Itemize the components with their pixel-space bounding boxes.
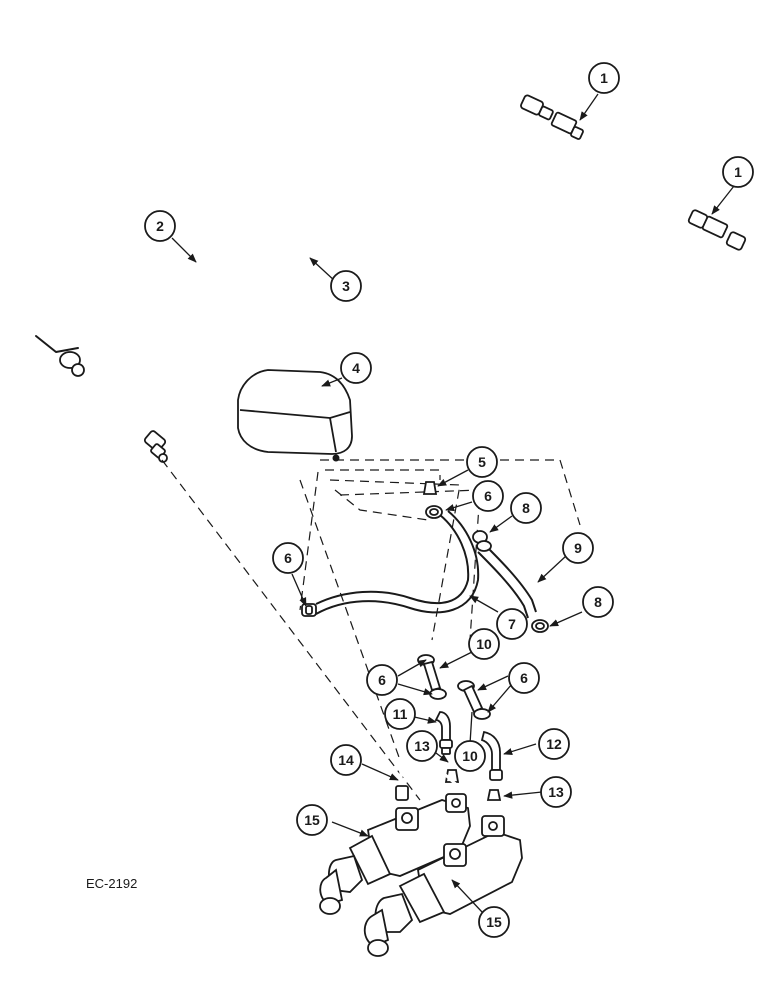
- callout-5: 5: [466, 446, 498, 478]
- svg-text:5: 5: [478, 454, 486, 470]
- callout-10-a: 10: [468, 628, 500, 660]
- callout-14: 14: [330, 744, 362, 776]
- brake-pipe-2: [28, 84, 537, 440]
- callout-6-d: 6: [508, 662, 540, 694]
- svg-text:3: 3: [342, 278, 350, 294]
- elbow-11: [434, 711, 453, 755]
- callout-9: 9: [562, 532, 594, 564]
- svg-text:11: 11: [393, 706, 408, 722]
- svg-text:2: 2: [156, 218, 164, 234]
- bleed-nipple-13-right: [486, 789, 502, 801]
- pipe-loop-detail: [35, 335, 79, 353]
- callout-15-upper: 15: [296, 804, 328, 836]
- svg-text:8: 8: [594, 594, 602, 610]
- master-cylinder-15-upper: [319, 793, 471, 915]
- callout-8-a: 8: [510, 492, 542, 524]
- master-cylinder-15-lower: [363, 815, 523, 957]
- hose-clip-8-upper: [472, 530, 492, 552]
- callout-3: 3: [330, 270, 362, 302]
- hose-clip-6-top: [425, 505, 443, 519]
- svg-text:6: 6: [484, 488, 492, 504]
- callout-13-b: 13: [540, 776, 572, 808]
- callout-1-upper: 1: [588, 62, 620, 94]
- callout-12: 12: [538, 728, 570, 760]
- callout-4: 4: [340, 352, 372, 384]
- callout-10-b: 10: [454, 740, 486, 772]
- pipe-end-fitting-lower: [143, 430, 168, 463]
- callout-13-a: 13: [406, 730, 438, 762]
- svg-text:10: 10: [462, 748, 478, 764]
- callout-8-b: 8: [582, 586, 614, 618]
- svg-text:1: 1: [600, 70, 608, 86]
- hose-clip-8-lower: [531, 619, 549, 633]
- callout-11: 11: [384, 698, 416, 730]
- callout-leaders: [171, 93, 735, 913]
- pipe-union-end: [71, 363, 85, 377]
- union-fitting-right: [687, 209, 747, 251]
- hose-clip-6-left: [301, 603, 317, 617]
- fluid-reservoir: [237, 369, 353, 462]
- svg-text:15: 15: [486, 914, 502, 930]
- svg-text:1: 1: [734, 164, 742, 180]
- callout-2: 2: [144, 210, 176, 242]
- callout-7: 7: [496, 608, 528, 640]
- svg-text:12: 12: [546, 736, 562, 752]
- svg-text:14: 14: [338, 752, 354, 768]
- svg-text:13: 13: [548, 784, 564, 800]
- drawing-reference-number: EC-2192: [86, 876, 137, 891]
- svg-text:10: 10: [476, 636, 492, 652]
- svg-text:9: 9: [574, 540, 582, 556]
- svg-text:4: 4: [352, 360, 360, 376]
- brake-pipe-3: [90, 150, 752, 452]
- svg-text:15: 15: [304, 812, 320, 828]
- hose-7: [315, 510, 480, 615]
- callout-15-lower: 15: [478, 906, 510, 938]
- svg-text:6: 6: [284, 550, 292, 566]
- callout-6-c: 6: [366, 664, 398, 696]
- pipe-10-right: [457, 680, 491, 720]
- svg-text:8: 8: [522, 500, 530, 516]
- svg-text:7: 7: [508, 616, 516, 632]
- callout-6-b: 6: [272, 542, 304, 574]
- assembly-guide-lines: [161, 459, 581, 801]
- callout-6-a: 6: [472, 480, 504, 512]
- callout-1-right: 1: [722, 156, 754, 188]
- filter-5: [422, 481, 438, 495]
- union-fitting-upper: [520, 94, 584, 140]
- svg-text:6: 6: [520, 670, 528, 686]
- elbow-12: [480, 730, 503, 781]
- svg-text:13: 13: [414, 738, 430, 754]
- svg-text:6: 6: [378, 672, 386, 688]
- hose-9: [477, 545, 537, 619]
